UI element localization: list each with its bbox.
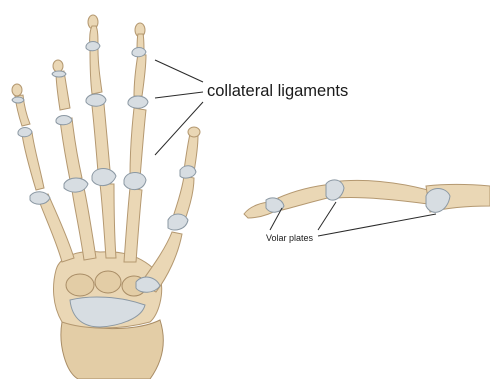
finger-lateral-illustration	[244, 180, 490, 218]
hand-skeleton-illustration	[12, 15, 200, 379]
volar-plates-label: Volar plates	[266, 233, 314, 243]
collateral-ligaments-label: collateral ligaments	[207, 82, 348, 100]
